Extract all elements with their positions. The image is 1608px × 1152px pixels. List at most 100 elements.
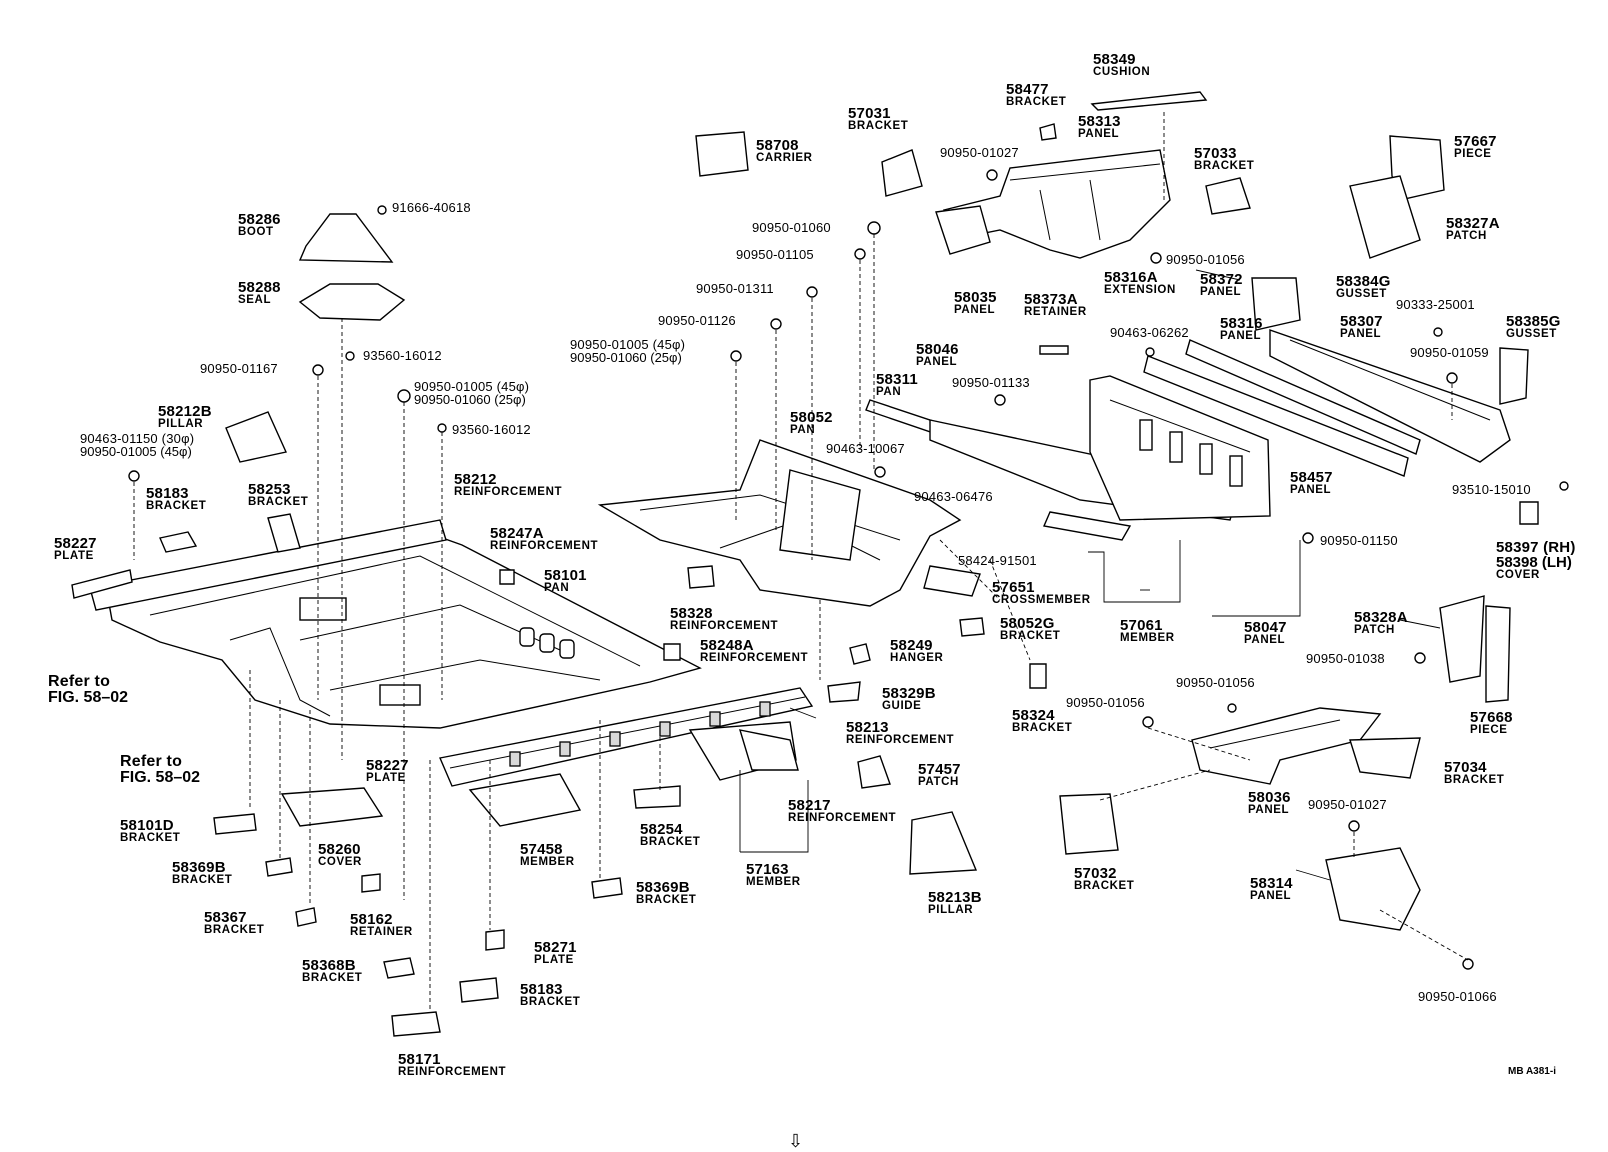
label-90950-01133: 90950-01133 <box>952 375 1030 390</box>
panel-58316 <box>1185 339 1421 455</box>
bracket-58367 <box>295 907 317 927</box>
cover-58260 <box>280 787 384 827</box>
figure-code: MB A381-i <box>1508 1066 1556 1077</box>
retainer-58162 <box>361 873 381 893</box>
bracket-58183-top <box>159 531 198 553</box>
panel-58372 <box>1143 355 1409 477</box>
reinforcement-58212 <box>89 519 447 611</box>
label-90950-01056-mid: 90950-01056 <box>1176 675 1255 690</box>
alignment-lines <box>133 112 1469 1012</box>
reinforcement-58171 <box>391 1011 441 1037</box>
label-90950-01027-top: 90950-01027 <box>940 145 1019 160</box>
pan-58052 <box>597 439 962 607</box>
bracket-58101d <box>213 813 257 835</box>
bracket-57031 <box>881 149 923 197</box>
down-arrow-icon[interactable]: ⇩ <box>788 1131 804 1151</box>
label-90950-01005-b: 90950-01005 (45φ)90950-01060 (25φ) <box>414 379 530 407</box>
label-90950-01167: 90950-01167 <box>200 361 278 376</box>
label-90950-01066: 90950-01066 <box>1418 989 1497 1004</box>
patch-58328a <box>1439 595 1485 683</box>
label-90950-01027-bottom: 90950-01027 <box>1308 797 1387 812</box>
bracket-58324 <box>1029 663 1047 689</box>
crossmember-57651 <box>923 565 981 597</box>
member-57061 <box>1043 511 1132 541</box>
bracket-58254 <box>633 785 681 809</box>
bracket-58369b-right <box>591 877 623 899</box>
cover-58397 <box>1519 501 1539 525</box>
cushion-58349 <box>1090 91 1208 111</box>
label-90950-01005-a: 90950-01005 (45φ)90950-01060 (25φ) <box>570 337 686 365</box>
bracket-58369b-left <box>265 857 293 877</box>
label-90950-01311: 90950-01311 <box>696 281 774 296</box>
bracket-57032 <box>1059 793 1119 855</box>
reinforcement-58247a <box>499 569 515 585</box>
reinforcement-58248a <box>663 643 681 661</box>
pillar-58213b <box>909 811 978 875</box>
label-93510-15010: 93510-15010 <box>1452 482 1531 497</box>
bracket-58477 <box>1039 123 1057 141</box>
gusset-58385g <box>1499 347 1529 405</box>
label-90463-01150: 90463-01150 (30φ)90950-01005 (45φ) <box>80 431 195 459</box>
label-58397-58398: 58397 (RH)58398 (LH)COVER <box>1496 539 1576 581</box>
patch-58327a <box>1349 175 1421 259</box>
reinforcement-58217 <box>738 729 799 771</box>
piece-57668 <box>1485 605 1511 703</box>
label-90950-01059: 90950-01059 <box>1410 345 1489 360</box>
fasteners <box>128 169 1569 970</box>
label-93560-16012-b: 93560-16012 <box>452 422 531 437</box>
panel-58314 <box>1325 847 1421 931</box>
bracket-57033 <box>1205 177 1251 215</box>
panel-58035 <box>935 205 991 255</box>
boot-58286 <box>298 213 394 263</box>
leader-lines <box>739 269 1441 881</box>
bracket-58052g <box>959 617 985 637</box>
hanger-58249 <box>849 643 871 665</box>
label-90463-06476: 90463-06476 <box>914 489 993 504</box>
label-93560-16012-a: 93560-16012 <box>363 348 442 363</box>
label-90950-01105: 90950-01105 <box>736 247 814 262</box>
plate-58227-left <box>71 569 133 599</box>
member-57458 <box>468 773 582 827</box>
carrier-58708 <box>695 131 749 177</box>
label-90950-01060: 90950-01060 <box>752 220 831 235</box>
panel-58036 <box>1191 707 1382 785</box>
reinforcement-58213 <box>439 687 814 787</box>
